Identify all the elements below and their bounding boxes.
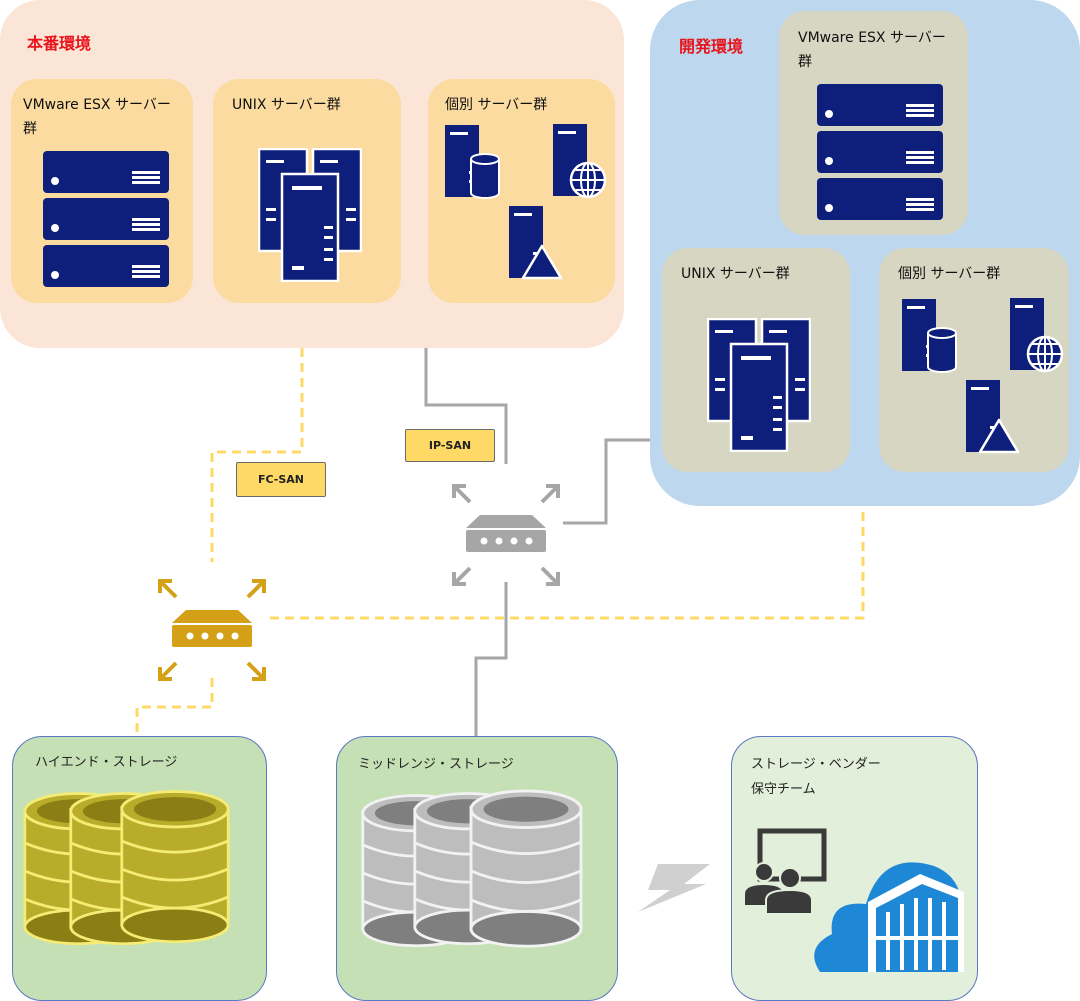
dev-individual-title: 個別 サーバー群 (898, 266, 1001, 282)
prod-environment-title: 本番環境 (27, 34, 92, 53)
prod-individual-title: 個別 サーバー群 (445, 97, 548, 113)
tower-server-icon (258, 148, 362, 282)
dev-esx-title: VMware ESX サーバー群 (798, 30, 946, 70)
highend-storage-title: ハイエンド・ストレージ (35, 755, 178, 770)
ip-san-label: IP-SAN (405, 429, 495, 462)
midrange-storage-title: ミッドレンジ・ストレージ (358, 757, 514, 772)
database-server-icon (445, 125, 500, 199)
rack-server-icon (817, 84, 943, 220)
fc-san-label: FC-SAN (236, 462, 326, 497)
prod-esx-title: VMware ESX サーバー群 (23, 97, 171, 137)
presentation-team-icon (743, 828, 827, 915)
app-server-icon (509, 206, 563, 280)
rack-server-icon (43, 151, 169, 287)
cloud-datacenter-icon (814, 862, 964, 972)
web-server-icon (553, 124, 607, 199)
vendor-support-title: ストレージ・ベンダー 保守チーム (751, 757, 881, 797)
database-server-icon (902, 299, 957, 373)
database-stack-icon (360, 786, 600, 966)
database-stack-icon (22, 786, 257, 966)
app-server-icon (966, 380, 1020, 454)
web-server-icon (1010, 298, 1064, 373)
network-switch-icon (156, 577, 268, 683)
fc-san-lines (135, 348, 865, 736)
network-switch-icon (450, 482, 562, 588)
tower-server-icon (707, 318, 811, 452)
ip-san-lines (424, 348, 650, 736)
prod-unix-title: UNIX サーバー群 (232, 97, 341, 113)
dev-environment-title: 開発環境 (679, 37, 744, 56)
connection-bolt-icon (638, 864, 710, 912)
dev-unix-title: UNIX サーバー群 (681, 266, 790, 282)
